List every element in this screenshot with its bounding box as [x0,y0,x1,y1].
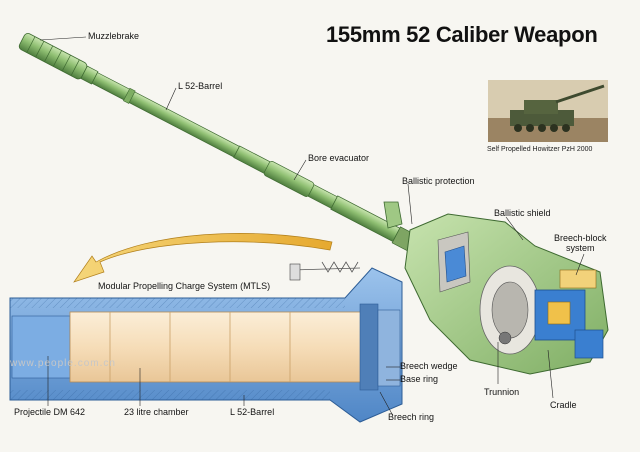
label-breech-wedge: Breech wedge [400,361,458,371]
chamber-section [9,261,403,423]
diagram-title: 155mm 52 Caliber Weapon [326,22,598,47]
ballistic-protection [383,201,403,229]
barrel [18,33,428,258]
photo-caption: Self Propelled Howitzer PzH 2000 [487,146,593,153]
label-breech-ring: Breech ring [388,412,435,422]
leader-lines [39,36,585,415]
watermark: www.people.com.cn [10,358,116,369]
label-ballistic-protection: Ballistic protection [402,176,475,186]
label-cradle: Cradle [550,400,577,410]
label-barrel-bottom: L 52-Barrel [230,407,275,417]
label-chamber: 23 litre chamber [124,407,189,417]
label-base-ring: Base ring [400,374,439,384]
label-ballistic-shield: Ballistic shield [494,208,551,218]
label-trunnion: Trunnion [484,387,520,397]
label-projectile: Projectile DM 642 [14,407,86,417]
label-muzzlebrake: Muzzlebrake [88,31,140,41]
turret-mount [404,213,609,375]
label-breech-block-system: Breech-block system [554,233,607,253]
label-mtls: Modular Propelling Charge System (MTLS) [98,281,271,291]
howitzer-photo-graphic [488,80,608,142]
direction-arrow [73,233,333,283]
label-barrel-top: L 52-Barrel [178,81,223,91]
label-bore-evacuator: Bore evacuator [308,153,370,163]
